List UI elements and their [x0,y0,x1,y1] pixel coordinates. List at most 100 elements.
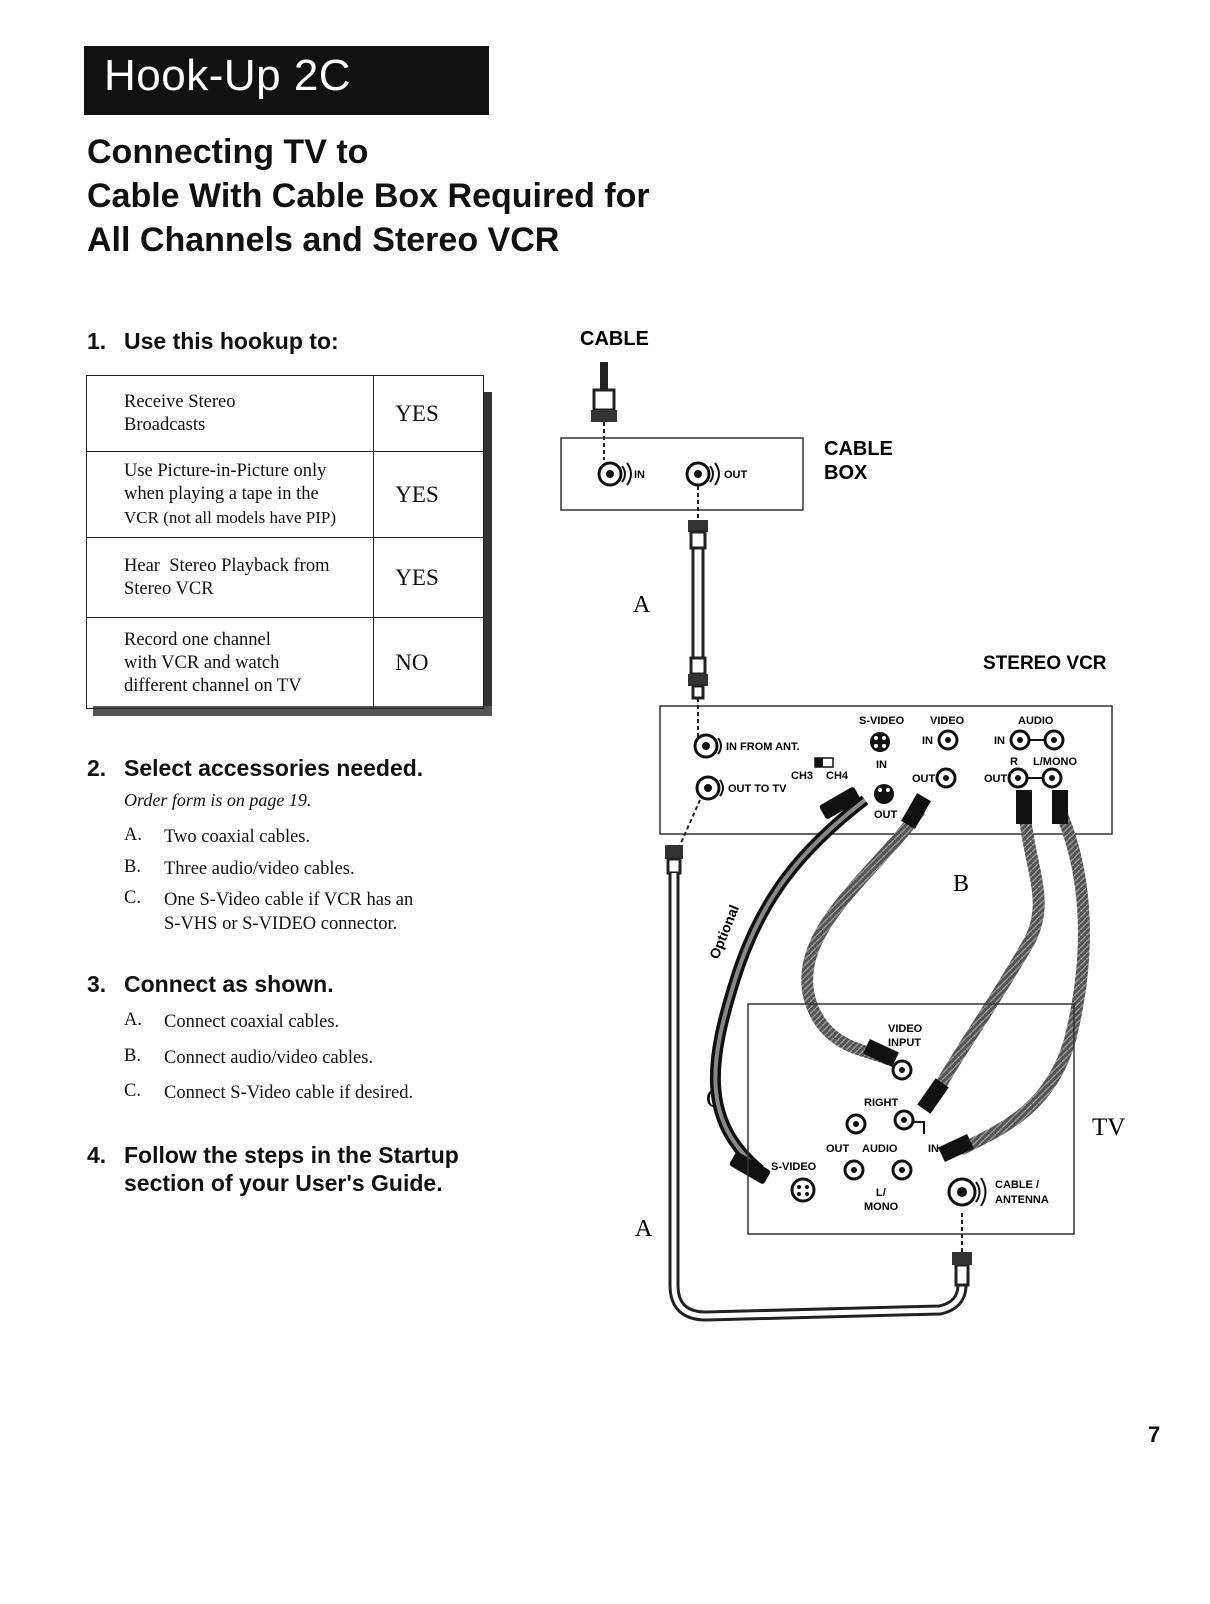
box-in-label: IN [634,469,645,481]
step-3-heading: 3.Connect as shown. [87,971,334,998]
rca-jack-icon [1007,767,1063,789]
coax-cable-a [665,799,972,1322]
table-cell-answer: YES [373,451,484,538]
step-1-heading: 1.Use this hookup to: [87,328,339,355]
table-cell-feature: Receive Stereo Broadcasts [85,375,375,452]
tv-cable-antenna-label: CABLE / [995,1179,1039,1191]
vcr-audio-label: AUDIO [1018,715,1054,727]
feature-line: Record one channel [124,629,271,650]
hookup-capabilities-table: Receive Stereo Broadcasts YES Use Pictur… [85,375,484,709]
feature-line: when playing a tape in the [124,484,319,504]
tv-mono-label: MONO [864,1201,899,1213]
tv-right-label: RIGHT [864,1097,899,1109]
cable-label: CABLE [580,328,649,350]
list-letter: C. [124,1081,141,1101]
vcr-video-out-label: OUT [912,773,936,785]
s-video-jack-icon [874,784,894,804]
tv-back-panel [747,1003,1075,1235]
coax-jack-icon [685,461,720,487]
rca-jack-icon [937,729,959,751]
feature-line: VCR (not all models have PIP) [124,508,337,527]
tv-video-input-label: VIDEO [888,1023,923,1035]
tv-video-input-label: INPUT [888,1037,921,1049]
list-text: Three audio/video cables. [164,858,355,879]
cable-box [560,437,804,511]
s-video-cable-c [709,787,869,1184]
stereo-vcr-label: STEREO VCR [983,653,1107,674]
tv-in-label: IN [928,1143,939,1155]
step-number: 3. [87,971,107,997]
step-label: Follow the steps in the Startup [124,1142,459,1168]
table-row: Hear Stereo Playback from Stereo VCR YES [85,537,484,618]
step-label: section of your User's Guide. [124,1170,443,1196]
table-shadow [93,706,492,716]
table-cell-answer: YES [373,537,484,618]
list-letter: B. [124,1045,141,1066]
tv-s-video-label: S-VIDEO [771,1161,817,1173]
step-number: 1. [87,328,107,354]
tv-l-label: L/ [876,1187,886,1199]
table-row: Use Picture-in-Picture only when playing… [85,451,484,538]
ch3-label: CH3 [791,770,813,782]
feature-line: Hear Stereo Playback from [124,555,330,576]
optional-label: Optional [706,902,742,961]
header-bar: Hook-Up 2C [84,46,489,115]
vcr-back-panel [659,705,1113,835]
list-text: Connect audio/video cables. [164,1047,374,1068]
list-text: Connect S-Video cable if desired. [164,1083,414,1103]
feature-line: Stereo VCR [124,578,214,599]
rca-jack-icon [843,1159,913,1181]
table-shadow [484,392,492,716]
list-text-line: S-VHS or S-VIDEO connector. [164,914,398,934]
coax-jack-icon [947,1177,987,1207]
table-cell-feature: Hear Stereo Playback from Stereo VCR [85,537,375,618]
step-label: Select accessories needed. [124,755,424,781]
vcr-audio-in-label: IN [994,735,1005,747]
list-text: One S-Video cable if VCR has an S-VHS or… [164,888,413,936]
rca-jack-icon [845,1109,925,1135]
cable-box-label: BOX [824,462,868,484]
vcr-l-mono-label: L/MONO [1033,756,1077,768]
ch4-label: CH4 [826,770,849,782]
vcr-out-to-tv-label: OUT TO TV [728,783,787,795]
table-cell-feature: Use Picture-in-Picture only when playing… [85,451,375,538]
list-text: Two coaxial cables. [164,827,311,847]
header-title: Hook-Up 2C [104,51,352,100]
feature-line: Broadcasts [124,414,206,435]
list-letter: B. [124,856,141,877]
table-cell-feature: Record one channel with VCR and watch di… [85,617,375,709]
table-cell-answer: NO [373,617,484,709]
vcr-r-label: R [1010,756,1018,768]
list-text-line: One S-Video cable if VCR has an [164,890,414,910]
step-number: 4. [87,1142,107,1168]
cable-box-label: CABLE [824,438,893,460]
vcr-in-from-ant-label: IN FROM ANT. [726,741,800,753]
vcr-s-video-label: S-VIDEO [859,715,905,727]
vcr-video-in-label: IN [922,735,933,747]
box-out-label: OUT [724,469,748,481]
tv-out-label: OUT [826,1143,850,1155]
page-title-line: All Channels and Stereo VCR [87,221,560,259]
step-number: 2. [87,755,107,781]
coax-jack-icon [597,461,632,487]
table-row: Receive Stereo Broadcasts YES [85,375,484,452]
s-video-jack-icon [870,732,890,752]
vcr-s-out-label: OUT [874,809,898,821]
list-letter: A. [124,825,142,845]
s-video-jack-icon [790,1177,816,1203]
page-number: 7 [1148,1422,1161,1447]
rca-jack-icon [891,1059,913,1081]
page-title: Connecting TV to Cable With Cable Box Re… [87,130,787,262]
list-letter: A. [124,1010,142,1030]
page-title-line: Cable With Cable Box Required for [87,177,650,215]
av-cables-b [801,790,1090,1163]
vcr-s-in-label: IN [876,759,887,771]
coax-jack-icon [695,775,724,801]
feature-line: Receive Stereo [124,391,236,412]
step-4-heading: 4. Follow the steps in the Startup sectio… [87,1141,459,1197]
cable-a-label: A [633,592,651,618]
coax-jack-icon [693,733,722,759]
feature-line: Use Picture-in-Picture only [124,461,327,481]
coax-cable-a [688,520,708,740]
